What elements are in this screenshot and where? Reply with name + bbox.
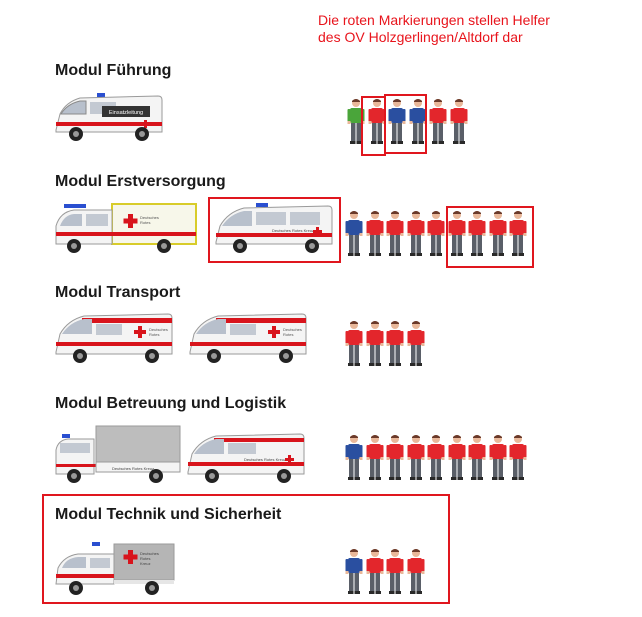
svg-text:Deutsches: Deutsches — [140, 215, 159, 220]
svg-text:Deutsches Rotes Kreuz: Deutsches Rotes Kreuz — [112, 466, 154, 471]
helper-figure-icon — [426, 210, 446, 256]
highlight-box — [361, 96, 386, 156]
helper-figure-icon — [406, 210, 426, 256]
helper-figure-icon — [365, 320, 385, 366]
transport-van-icon: Deutsches Rotes Kreuz — [187, 433, 305, 483]
svg-text:Deutsches: Deutsches — [140, 551, 159, 556]
module-title-transport: Modul Transport — [55, 284, 181, 301]
helper-figure-icon — [406, 320, 426, 366]
module-title-technik-sicherheit: Modul Technik und Sicherheit — [55, 506, 282, 523]
legend-note-line-1: Die roten Markierungen stellen Helfer — [318, 12, 550, 28]
helper-figure-icon — [387, 98, 407, 144]
highlight-box — [208, 197, 341, 263]
ambulance-icon: Deutsches Rotes — [189, 313, 307, 363]
helper-figure-icon — [365, 548, 385, 594]
helpers-erstversorgung — [344, 210, 529, 256]
module-title-betreuung-logistik: Modul Betreuung und Logistik — [55, 395, 287, 412]
svg-text:Rotes: Rotes — [140, 556, 150, 561]
svg-text:Rotes: Rotes — [140, 220, 150, 225]
helper-figure-icon — [508, 434, 528, 480]
svg-text:Deutsches: Deutsches — [149, 327, 168, 332]
helper-figure-icon — [365, 434, 385, 480]
helper-figure-icon — [385, 548, 405, 594]
helper-figure-icon — [447, 434, 467, 480]
helper-figure-icon — [344, 548, 364, 594]
helper-figure-icon — [406, 548, 426, 594]
highlight-box-technik — [42, 494, 450, 604]
helper-figure-icon — [385, 434, 405, 480]
highlight-box — [384, 94, 427, 154]
svg-text:Deutsches: Deutsches — [283, 327, 302, 332]
helper-figure-icon — [467, 434, 487, 480]
command-van-icon: Einsatzleitung — [55, 93, 163, 141]
helper-figure-icon — [488, 434, 508, 480]
helper-figure-icon — [385, 210, 405, 256]
helper-figure-icon — [426, 434, 446, 480]
svg-text:Deutsches Rotes Kreuz: Deutsches Rotes Kreuz — [272, 228, 314, 233]
supply-truck-icon: Deutsches Rotes Kreuz — [55, 425, 181, 483]
helpers-fuehrung — [346, 98, 469, 144]
svg-text:Kreuz: Kreuz — [140, 561, 150, 566]
legend-note: Die roten Markierungen stellen Helfer de… — [318, 12, 618, 46]
helper-figure-icon — [428, 98, 448, 144]
rescue-truck-icon: Deutsches Rotes — [55, 203, 197, 253]
helper-figure-icon — [365, 210, 385, 256]
svg-text:Rotes: Rotes — [283, 332, 293, 337]
helper-figure-icon — [447, 210, 467, 256]
command-van-label: Einsatzleitung — [109, 110, 143, 116]
highlight-box — [446, 206, 534, 268]
helper-figure-icon — [449, 98, 469, 144]
technical-truck-icon: Deutsches Rotes Kreuz — [55, 542, 175, 595]
helper-figure-icon — [488, 210, 508, 256]
ambulance-icon: Deutsches Rotes — [55, 313, 173, 363]
helper-figure-icon — [344, 320, 364, 366]
module-title-fuehrung: Modul Führung — [55, 62, 172, 79]
helpers-betreuung-logistik — [344, 434, 529, 480]
helper-figure-icon — [508, 210, 528, 256]
helper-figure-icon — [467, 210, 487, 256]
ambulance-icon: Deutsches Rotes Kreuz — [215, 203, 333, 253]
helper-figure-icon — [344, 434, 364, 480]
module-title-erstversorgung: Modul Erstversorgung — [55, 173, 226, 190]
helper-figure-icon — [344, 210, 364, 256]
helpers-transport — [344, 320, 426, 366]
helpers-technik-sicherheit — [344, 548, 426, 594]
svg-text:Rotes: Rotes — [149, 332, 159, 337]
helper-figure-icon — [346, 98, 366, 144]
legend-note-line-2: des OV Holzgerlingen/Altdorf dar — [318, 29, 523, 45]
svg-text:Deutsches Rotes Kreuz: Deutsches Rotes Kreuz — [244, 457, 286, 462]
helper-figure-icon — [385, 320, 405, 366]
helper-figure-icon — [406, 434, 426, 480]
